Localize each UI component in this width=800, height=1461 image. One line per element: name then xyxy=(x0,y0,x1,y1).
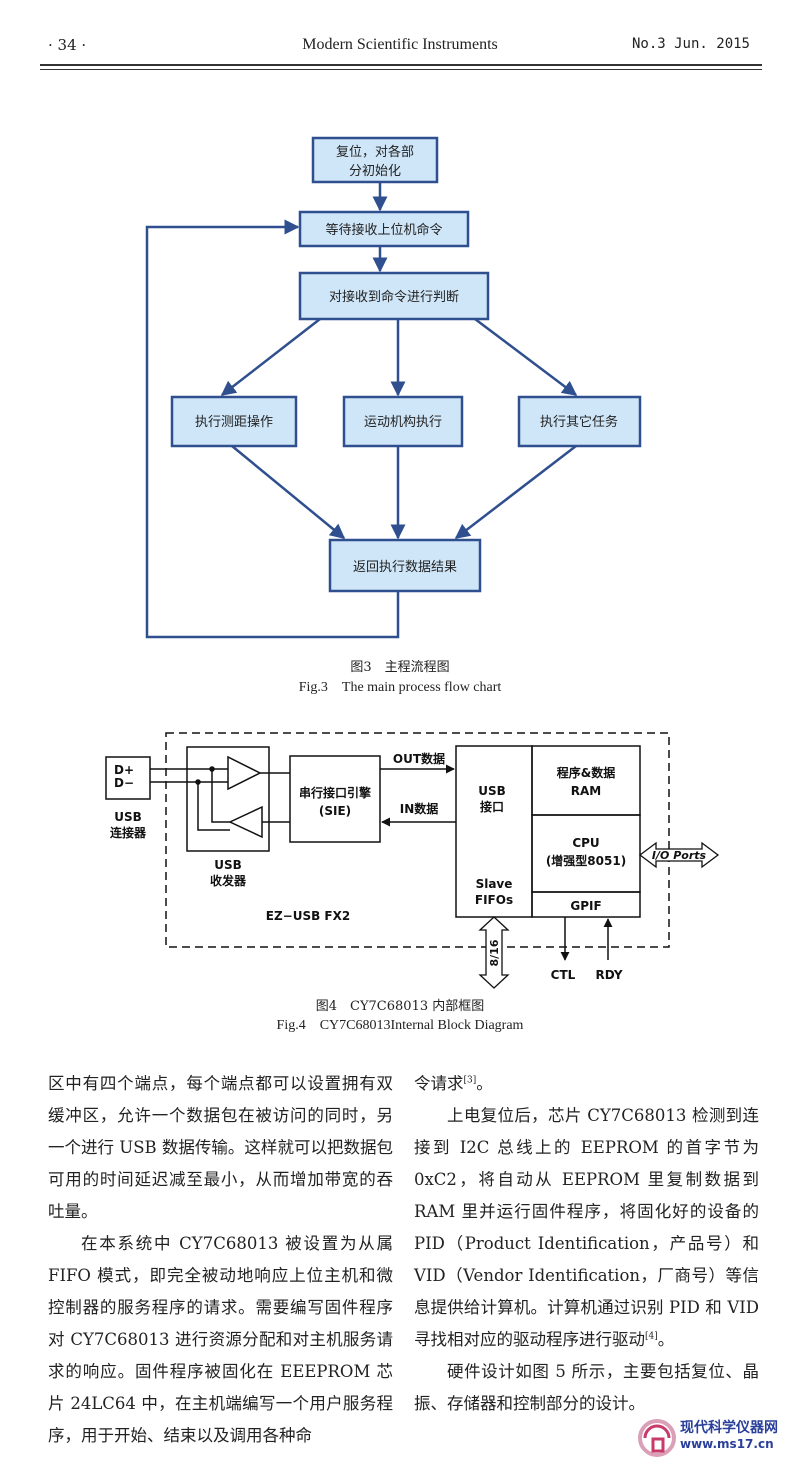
ram-box xyxy=(531,745,641,816)
bus-width-label: 8/16 xyxy=(488,939,501,966)
header-rule-thin xyxy=(40,69,762,70)
flow-label-measure: 执行测距操作 xyxy=(195,414,273,430)
amplifier-out-icon xyxy=(227,755,262,791)
paragraph-power-on: 上电复位后，芯片 CY7C68013 检测到连接到 I2C 总线上的 EEPRO… xyxy=(414,1100,759,1356)
flow-node-motion xyxy=(342,395,464,448)
ram-label-2: RAM xyxy=(571,784,601,798)
body-column-left: 区中有四个端点，每个端点都可以设置拥有双缓冲区，允许一个数据包在被访问的同时，另… xyxy=(48,1068,393,1452)
ezusb-label: EZ−USB FX2 xyxy=(266,909,350,923)
flow-node-other xyxy=(517,395,642,448)
flow-label-judge: 对接收到命令进行判断 xyxy=(329,289,459,305)
fig3-caption-en: Fig.3 The main process flow chart xyxy=(298,680,502,695)
transceiver-label-1: USB xyxy=(214,858,242,872)
io-ports-label: I/O Ports xyxy=(652,849,707,862)
diagram-wiring xyxy=(150,764,613,961)
body-column-right: 令请求[3]。 上电复位后，芯片 CY7C68013 检测到连接到 I2C 总线… xyxy=(414,1068,759,1420)
in-data-label: IN数据 xyxy=(400,801,439,816)
usb-connector-box xyxy=(105,756,151,800)
watermark-url: www.ms17.cn xyxy=(680,1437,774,1451)
bus-arrow-icon xyxy=(478,916,510,989)
flow-connectors xyxy=(145,182,578,639)
slave-fifos-label-2: FIFOs xyxy=(475,893,513,907)
flow-label-init-2: 分初始化 xyxy=(349,164,401,179)
flow-label-motion: 运动机构执行 xyxy=(364,415,442,430)
usb-connector-label-1: USB xyxy=(114,810,142,824)
continuation-text: 令请求 xyxy=(414,1074,464,1093)
site-watermark: 现代科学仪器网 www.ms17.cn xyxy=(636,1415,800,1461)
fig3-caption-cn: 图3 主程流程图 xyxy=(350,660,450,675)
usb-connector-label-2: 连接器 xyxy=(110,825,147,840)
transceiver-label-2: 收发器 xyxy=(210,873,247,888)
flow-node-return xyxy=(328,538,482,593)
sie-label-2: (SIE) xyxy=(319,804,351,818)
dplus-label: D+ xyxy=(114,763,134,777)
flow-label-other: 执行其它任务 xyxy=(540,414,618,430)
flow-label-return: 返回执行数据结果 xyxy=(353,560,457,575)
page-number: · 34 · xyxy=(48,36,87,54)
flow-label-init-1: 复位，对各部 xyxy=(336,144,414,160)
paragraph-slave-fifo: 在本系统中 CY7C68013 被设置为从属 FIFO 模式，即完全被动地响应上… xyxy=(48,1234,393,1445)
slave-fifos-label-1: Slave xyxy=(476,877,513,891)
amplifier-in-icon xyxy=(228,805,263,839)
usb-interface-label-1: USB xyxy=(478,784,506,798)
fig4-caption-cn: 图4 CY7C68013 内部框图 xyxy=(315,999,485,1014)
usb-transceiver-box xyxy=(186,746,270,852)
sie-label-1: 串行接口引擎 xyxy=(299,785,371,800)
issue-info: No.3 Jun. 2015 xyxy=(631,36,750,52)
gpif-label: GPIF xyxy=(570,899,601,913)
citation-3: [3] xyxy=(463,1075,477,1086)
main-process-flowchart: 复位，对各部 分初始化 等待接收上位机命令 对接收到命令进行判断 执行测距操作 … xyxy=(145,136,642,639)
gpif-box xyxy=(531,891,641,918)
power-on-text: 上电复位后，芯片 CY7C68013 检测到连接到 I2C 总线上的 EEPRO… xyxy=(414,1106,759,1349)
header-rule xyxy=(40,64,762,66)
flow-node-measure xyxy=(170,395,298,448)
dminus-label: D− xyxy=(114,776,134,790)
ctl-label: CTL xyxy=(551,968,576,982)
watermark-logo-icon xyxy=(638,1419,676,1457)
usb-interface-label-2: 接口 xyxy=(480,799,504,814)
flow-label-wait: 等待接收上位机命令 xyxy=(325,222,442,238)
paragraph-endpoints: 区中有四个端点，每个端点都可以设置拥有双缓冲区，允许一个数据包在被访问的同时，另… xyxy=(48,1074,393,1221)
watermark-name: 现代科学仪器网 xyxy=(680,1420,778,1436)
cy7c68013-block-diagram: D+ D− USB 连接器 USB 收发器 串行接口引擎 (SIE) OUT数据… xyxy=(105,732,720,989)
paragraph-hardware: 硬件设计如图 5 所示，主要包括复位、晶振、存储器和控制部分的设计。 xyxy=(414,1362,759,1413)
paragraph-continuation: 令请求[3]。 xyxy=(414,1068,759,1100)
out-data-label: OUT数据 xyxy=(393,751,445,766)
citation-4: [4] xyxy=(645,1331,658,1342)
usb-interface-box xyxy=(455,745,533,918)
cpu-label-1: CPU xyxy=(572,836,599,850)
flow-node-wait xyxy=(298,210,470,248)
chip-boundary xyxy=(165,732,670,948)
cpu-label-2: (增强型8051) xyxy=(546,853,626,868)
sie-box xyxy=(289,755,381,843)
flow-node-judge xyxy=(298,271,490,321)
journal-title: Modern Scientific Instruments xyxy=(302,36,498,53)
flow-node-init xyxy=(311,136,439,184)
io-ports-arrow-icon xyxy=(638,841,720,869)
power-on-end: 。 xyxy=(657,1330,675,1349)
ram-label-1: 程序&数据 xyxy=(557,765,615,780)
rdy-label: RDY xyxy=(595,968,622,982)
continuation-end: 。 xyxy=(476,1074,493,1093)
fig4-caption-en: Fig.4 CY7C68013Internal Block Diagram xyxy=(276,1018,524,1033)
